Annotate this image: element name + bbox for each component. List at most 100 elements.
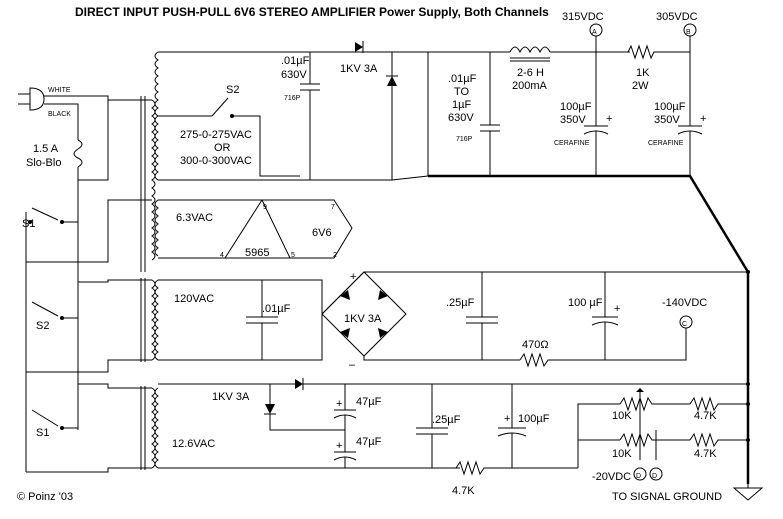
resistor-1k-power: 2W (632, 80, 649, 92)
hv-diode-rating: 1KV 3A (340, 63, 378, 75)
fuse-rating: 1.5 A (33, 143, 59, 155)
heater-tube-5965-label: 5965 (245, 247, 269, 259)
ground-junction-2 (746, 382, 750, 386)
bypass-cap (480, 52, 500, 176)
bias-resistor-value: 470Ω (522, 339, 549, 351)
transformer-hv (140, 51, 159, 272)
choke-symbol (509, 46, 551, 62)
mains-black-wire (44, 103, 79, 140)
filter-cap-1 (583, 52, 609, 176)
ground-junction-1 (746, 270, 750, 274)
bias-secondary-bottom (158, 314, 323, 361)
bias-mid-cap (466, 272, 498, 360)
filter-cap-2-value: 100µF (654, 101, 686, 113)
node-b-label: B (686, 29, 691, 36)
bias-bridge-plus: + (350, 271, 356, 283)
heater-dc-cap-1 (333, 384, 357, 430)
resistor-1k (620, 44, 690, 60)
bias-out-cap-value: 100 µF (568, 297, 603, 309)
hv-secondary-bottom (158, 110, 393, 181)
heater-dc-cap-4 (497, 384, 527, 468)
hv-return-join (391, 175, 429, 181)
hv-diode-vertical (386, 52, 398, 110)
divider-res-1 (689, 396, 748, 412)
divider-pot-1 (619, 396, 690, 412)
bias-resistor-470 (519, 352, 605, 368)
heater-tube-6v6 (262, 199, 353, 259)
heater-dc-diode-rating: 1KV 3A (212, 391, 250, 403)
bias-out-cap (591, 272, 619, 360)
heater-dc-cap-3-value: .25µF (432, 414, 461, 426)
bypass-cap-line2: TO (454, 86, 470, 98)
choke-inductance: 2-6 H (517, 67, 544, 79)
switch-s1-top-label: S1 (22, 218, 35, 230)
bias-input-cap-value: .01µF (262, 303, 291, 315)
heater-dc-diode-top (295, 378, 304, 390)
divider-left-bus (577, 403, 620, 468)
heater-dc-cap-4-value: 100µF (518, 413, 550, 425)
heater-dc-resistor-value: 4.7K (452, 485, 475, 497)
schematic-title: DIRECT INPUT PUSH-PULL 6V6 STEREO AMPLIF… (75, 5, 549, 19)
hv-diode-top (355, 41, 364, 53)
bypass-cap-line4: 630V (448, 112, 474, 124)
heater-dc-voltage: 12.6VAC (172, 438, 215, 450)
node-d2-marker (649, 467, 663, 481)
bypass-cap-line1: .01µF (448, 73, 477, 85)
heater-dc-cap-2 (333, 430, 357, 468)
bypass-cap-line3: 1µF (452, 99, 471, 111)
divider-res-1-value: 4.7K (694, 410, 717, 422)
node-a-voltage: 315VDC (562, 11, 604, 23)
fuse-type: Slo-Blo (26, 157, 61, 169)
filter-cap-2-type: CERAFINE (648, 140, 684, 147)
hv-primary-return (78, 100, 109, 181)
wire-label-white: WHITE (48, 87, 71, 94)
switch-s1-top (25, 207, 78, 224)
divider-pot-1-wiper (636, 388, 644, 392)
node-a-label: A (592, 29, 597, 36)
node-d1-label: D (636, 473, 641, 480)
bias-mid-cap-value: .25µF (446, 297, 475, 309)
hv-bypass-cap (300, 52, 320, 180)
mains-white-wire (44, 95, 152, 101)
divider-voltage: -20VDC (592, 471, 631, 483)
heater-dc-cap-2-value: 47µF (356, 436, 382, 448)
hv-cap-value: .01µF (281, 55, 310, 67)
bias-transformer-voltage: 120VAC (174, 293, 214, 305)
divider-res-2 (689, 432, 748, 448)
hv-secondary-voltage-1: 275-0-275VAC (180, 129, 252, 141)
heater-pin2: 2 (333, 252, 337, 259)
heater-dc-cap-1-value: 47µF (356, 396, 382, 408)
mains-plug-icon (18, 87, 45, 111)
heater-dc-cap-2-plus: + (336, 440, 342, 452)
divider-pot-2 (619, 432, 690, 448)
hv-cap-part: 716P (284, 95, 301, 102)
resistor-1k-value: 1K (636, 67, 650, 79)
bias-out-cap-plus: + (614, 303, 620, 315)
divider-res-2-value: 4.7K (694, 448, 717, 460)
bypass-cap-part: 716P (456, 136, 473, 143)
transformer-bias (140, 278, 159, 362)
node-c-label: C (682, 321, 687, 328)
bias-bridge-rectifier (321, 271, 407, 357)
hv-cap-voltage: 630V (281, 69, 307, 81)
node-d1-marker (633, 467, 647, 481)
switch-s1-bottom (31, 409, 78, 430)
node-c-marker (679, 315, 693, 329)
switch-s2-top (211, 97, 300, 177)
filter-cap-2-plus: + (700, 113, 706, 125)
copyright: © Poinz '03 (17, 491, 73, 503)
node-b-voltage: 305VDC (656, 11, 698, 23)
filter-cap-2-voltage: 350V (654, 114, 680, 126)
heater-dc-cap-3 (416, 384, 448, 468)
heater-dc-resistor (432, 460, 578, 476)
bias-primary-bottom (26, 359, 152, 373)
filter-cap-1-voltage: 350V (560, 114, 586, 126)
switch-s2-middle-label: S2 (36, 320, 49, 332)
bias-bridge-minus: – (349, 359, 356, 371)
hv-primary-low (26, 199, 152, 263)
bias-bridge-rating: 1KV 3A (344, 313, 382, 325)
heater-primary-top (78, 383, 152, 389)
filter-cap-1-plus: + (606, 113, 612, 125)
